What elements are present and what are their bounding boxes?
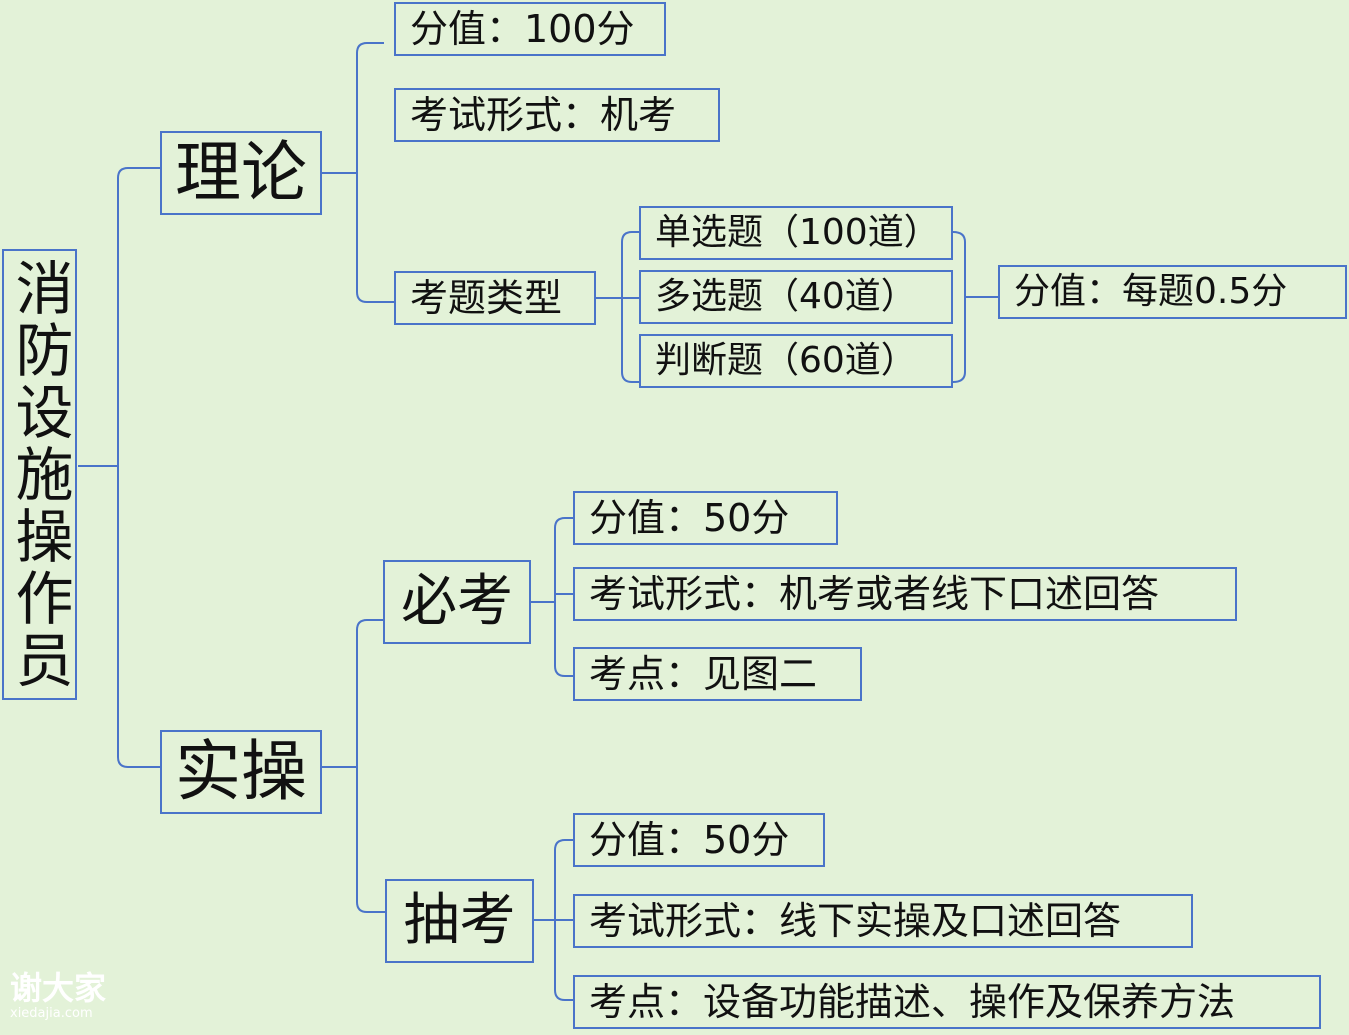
random-score-node: 分值：50分: [573, 813, 825, 867]
connector-required-branches: [531, 517, 573, 677]
required-node: 必考: [383, 560, 531, 644]
connector-types-score: [952, 231, 998, 383]
connector-practice-branches: [322, 619, 385, 913]
random-node: 抽考: [385, 879, 534, 963]
theory-node: 理论: [160, 131, 322, 215]
theory-score-node: 分值：100分: [394, 2, 666, 56]
connector-theory-branches: [322, 42, 394, 303]
connector-random-branches: [534, 839, 573, 1001]
connector-types-branches: [596, 231, 639, 383]
random-form-node: 考试形式：线下实操及口述回答: [573, 894, 1193, 948]
theory-form-node: 考试形式：机考: [394, 88, 720, 142]
practice-node: 实操: [160, 730, 322, 814]
required-score-node: 分值：50分: [573, 491, 838, 545]
watermark-url: xiedajia.com: [10, 1006, 93, 1021]
multi-choice-node: 多选题（40道）: [639, 270, 953, 324]
watermark-name: 谢大家: [10, 969, 107, 1007]
single-choice-node: 单选题（100道）: [639, 206, 953, 260]
required-form-node: 考试形式：机考或者线下口述回答: [573, 567, 1237, 621]
watermark-logo: 谢大家 xiedajia.com: [10, 972, 106, 1021]
random-points-node: 考点：设备功能描述、操作及保养方法: [573, 975, 1321, 1029]
root-node: 消防设施操作员: [2, 249, 77, 700]
question-types-node: 考题类型: [394, 271, 596, 325]
true-false-node: 判断题（60道）: [639, 334, 953, 388]
required-points-node: 考点：见图二: [573, 647, 862, 701]
connector-root-branches: [78, 167, 160, 768]
per-question-score-node: 分值：每题0.5分: [998, 265, 1347, 319]
